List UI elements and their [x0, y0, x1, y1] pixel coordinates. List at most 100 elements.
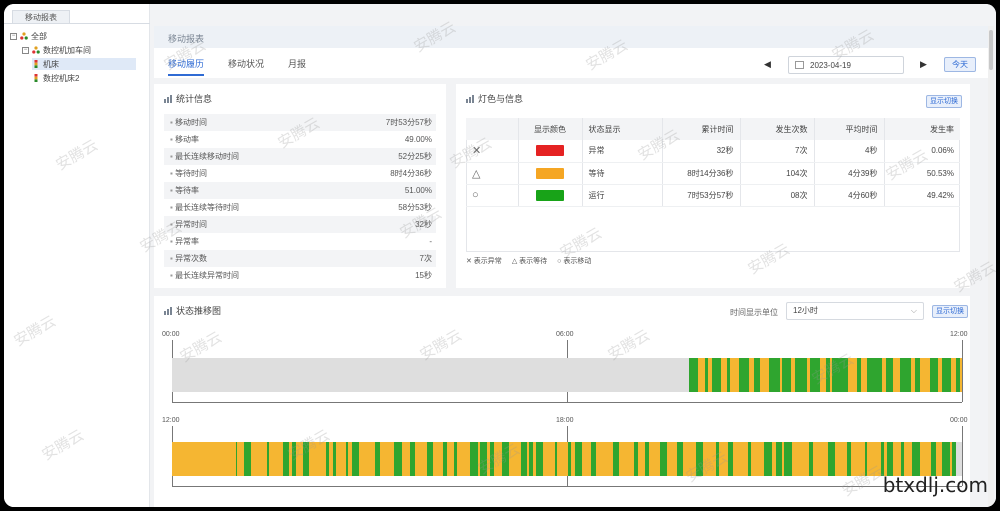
wait-segment — [779, 358, 783, 392]
tab-monthly[interactable]: 月报 — [288, 59, 307, 69]
status-symbol-icon: ✕ — [466, 140, 519, 163]
run-segment — [912, 442, 921, 476]
prev-day-button[interactable]: ◀ — [764, 59, 771, 69]
run-segment — [633, 442, 638, 476]
run-segment — [689, 358, 699, 392]
tree-label: 全部 — [31, 31, 47, 41]
collapse-icon[interactable]: − — [10, 32, 17, 40]
wait-segment — [720, 358, 727, 392]
wait-segment — [335, 442, 346, 476]
stat-value: - — [429, 237, 432, 246]
legend-card: 灯色与信息 显示切换 显示颜色 状态显示 累计时间 发生次数 平均时间 发生率 — [456, 84, 970, 288]
breadcrumb: 移动报表 — [168, 34, 205, 44]
tree-node-machine-1[interactable]: 机床 — [32, 58, 136, 70]
wait-segment — [477, 442, 480, 476]
run-segment — [645, 442, 650, 476]
wait-segment — [493, 442, 502, 476]
wait-segment — [532, 442, 537, 476]
wait-segment — [237, 442, 245, 476]
trend-toggle-button[interactable]: 显示切换 — [932, 305, 968, 318]
rate-cell: 49.42% — [884, 184, 960, 207]
run-segment — [728, 442, 734, 476]
stats-row: 最长连续等待时间 58分53秒 — [164, 199, 436, 216]
report-tab[interactable]: 移动报表 — [12, 10, 70, 24]
avg-cell: 4分60秒 — [814, 184, 885, 207]
run-segment — [809, 358, 820, 392]
total-cell: 8时14分36秒 — [662, 162, 741, 185]
col-rate: 发生率 — [884, 118, 960, 140]
wait-segment — [733, 442, 749, 476]
stat-label: 移动率 — [170, 134, 199, 145]
key-error: ✕ 表示异常 — [466, 258, 502, 265]
wait-segment — [666, 442, 677, 476]
col-status: 状态显示 — [582, 118, 663, 140]
wait-segment — [882, 358, 886, 392]
col-color: 显示颜色 — [518, 118, 583, 140]
run-segment — [303, 442, 309, 476]
run-segment — [266, 442, 270, 476]
wait-segment — [949, 442, 952, 476]
run-segment — [489, 442, 494, 476]
tree-node-all[interactable]: − 全部 — [10, 30, 47, 42]
wait-segment — [904, 442, 913, 476]
run-segment — [479, 442, 488, 476]
time-unit-select[interactable]: 12小时 ⌵ — [786, 302, 924, 320]
tree-node-workshop[interactable]: − 数控机加车间 — [22, 44, 91, 56]
key-wait: △ 表示等待 — [511, 258, 548, 265]
collapse-icon[interactable]: − — [22, 46, 29, 54]
stats-row: 异常率 - — [164, 233, 436, 250]
timeline-axis — [172, 402, 962, 403]
tab-history[interactable]: 移动履历 — [168, 57, 205, 76]
run-segment — [754, 358, 761, 392]
tab-status[interactable]: 移动状况 — [228, 59, 265, 69]
next-day-button[interactable]: ▶ — [920, 59, 927, 69]
run-segment — [659, 442, 667, 476]
breadcrumb-strip: 移动报表 — [154, 26, 988, 48]
status-symbol-icon: △ — [466, 162, 519, 185]
wait-segment — [172, 442, 236, 476]
table-row: ○ 运行 7时53分57秒 08次 4分60秒 49.42% — [466, 184, 960, 207]
run-segment — [590, 442, 597, 476]
stat-value: 15秒 — [415, 271, 432, 280]
legend-title-text: 灯色与信息 — [478, 94, 524, 104]
stats-row: 等待率 51.00% — [164, 182, 436, 199]
wait-segment — [415, 442, 428, 476]
wait-segment — [729, 358, 739, 392]
run-segment — [847, 442, 851, 476]
count-cell: 08次 — [740, 184, 815, 207]
wait-segment — [850, 442, 865, 476]
stat-label: 异常时间 — [170, 219, 207, 230]
idle-segment — [956, 442, 962, 476]
scrollbar-thumb[interactable] — [989, 30, 993, 70]
bar-chart-icon — [164, 94, 172, 103]
signal-light-icon — [34, 60, 38, 68]
today-button[interactable]: 今天 — [944, 57, 976, 72]
stat-value: 49.00% — [404, 135, 432, 144]
wait-segment — [702, 442, 716, 476]
stat-label: 异常次数 — [170, 253, 207, 264]
run-segment — [795, 358, 807, 392]
date-picker[interactable]: 2023-04-19 — [788, 56, 904, 74]
run-segment — [738, 358, 749, 392]
bar-chart-icon — [466, 94, 474, 103]
tree-node-machine-2[interactable]: 数控机床2 — [32, 72, 79, 84]
run-segment — [887, 442, 893, 476]
legend-toggle-button[interactable]: 显示切换 — [926, 95, 962, 108]
vertical-scrollbar[interactable] — [988, 26, 994, 506]
run-segment — [929, 358, 938, 392]
wait-segment — [893, 358, 900, 392]
stats-row: 最长连续异常时间 15秒 — [164, 267, 436, 284]
wait-segment — [960, 358, 962, 392]
color-cell — [518, 162, 583, 185]
tree-label: 机床 — [43, 59, 59, 69]
legend-title: 灯色与信息 — [466, 92, 523, 105]
col-avg: 平均时间 — [814, 118, 885, 140]
run-segment — [931, 442, 936, 476]
wait-segment — [379, 442, 395, 476]
wait-segment — [834, 442, 848, 476]
signal-light-icon — [34, 74, 38, 82]
device-tree-panel: 移动报表 − 全部 − 数控机加车间 机床 数控机床2 — [4, 4, 150, 507]
stat-label: 等待时间 — [170, 168, 207, 179]
run-segment — [410, 442, 416, 476]
stat-value: 8时4分36秒 — [390, 169, 432, 178]
